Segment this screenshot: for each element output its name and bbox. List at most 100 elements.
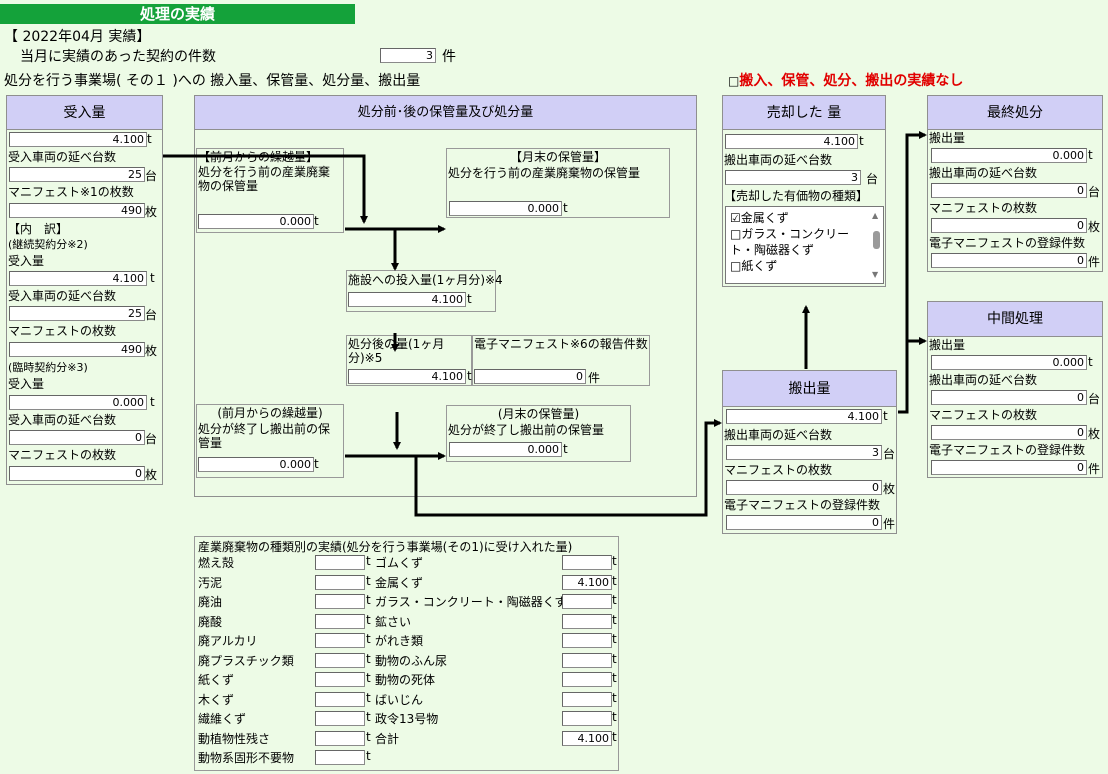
receive-panel-header: 受入量 <box>7 96 162 130</box>
unit-dai: 台 <box>145 169 158 183</box>
unit-t: t <box>467 369 472 383</box>
input-field[interactable]: 4.100 <box>348 292 466 307</box>
continuous-manifest-field[interactable]: 490 <box>9 342 145 357</box>
inter-emani-field[interactable]: 0 <box>931 460 1087 475</box>
unit-dai: 台 <box>883 447 896 461</box>
no-data-checkbox[interactable]: □ <box>728 74 740 88</box>
waste-field[interactable] <box>315 555 365 570</box>
list-item[interactable]: ☑金属くず <box>730 211 789 225</box>
waste-name: 燃え殻 <box>198 556 235 570</box>
emani-report-field[interactable]: 0 <box>474 369 586 384</box>
out-panel-header: 搬出量 <box>723 371 896 407</box>
out-emani-field[interactable]: 0 <box>726 515 882 530</box>
checkbox[interactable]: ☑ <box>730 211 741 225</box>
waste-field[interactable] <box>315 575 365 590</box>
waste-field[interactable] <box>315 614 365 629</box>
scroll-down-icon[interactable]: ▼ <box>872 270 879 279</box>
end-before-label: 【月末の保管量】 <box>509 150 606 164</box>
waste-field[interactable] <box>562 653 612 668</box>
unit-dai: 台 <box>145 308 158 322</box>
sold-vehicles-field[interactable]: 3 <box>725 170 861 185</box>
carry-before-field[interactable]: 0.000 <box>198 214 314 229</box>
waste-field[interactable] <box>315 633 365 648</box>
waste-table-title: 産業廃棄物の種類別の実績(処分を行う事業場(その1)に受け入れた量) <box>198 540 573 554</box>
waste-field[interactable] <box>315 653 365 668</box>
waste-name: 動植物性残さ <box>198 732 271 746</box>
waste-field[interactable] <box>562 672 612 687</box>
unit-ken: 件 <box>1088 255 1101 269</box>
scrollbar-thumb[interactable] <box>873 231 880 249</box>
temporary-vehicles-field[interactable]: 0 <box>9 430 145 445</box>
sold-amount-field[interactable]: 4.100 <box>725 134 858 149</box>
unit-mai: 枚 <box>145 468 158 482</box>
final-manifest-field[interactable]: 0 <box>931 218 1087 233</box>
temporary-receive-field[interactable]: 0.000 <box>9 395 147 410</box>
contract-count-field[interactable]: 3 <box>380 48 436 63</box>
receive-manifest-field[interactable]: 490 <box>9 203 145 218</box>
sold-types-list[interactable]: ☑金属くず □ガラス・コンクリート・陶磁器くず □紙くず ▲ ▼ <box>725 206 884 284</box>
waste-name: 動物のふん尿 <box>375 654 448 668</box>
waste-field[interactable] <box>562 692 612 707</box>
end-after-desc: 処分が終了し搬出前の保管量 <box>448 423 605 437</box>
waste-field[interactable] <box>562 594 612 609</box>
unit-mai: 枚 <box>1088 427 1101 441</box>
inter-amount-label: 搬出量 <box>929 338 966 352</box>
list-item[interactable]: □紙くず <box>730 259 778 273</box>
out-manifest-field[interactable]: 0 <box>726 480 882 495</box>
waste-field[interactable] <box>562 555 612 570</box>
unit-mai: 枚 <box>145 205 158 219</box>
contract-count-unit: 件 <box>442 49 456 65</box>
end-before-desc: 処分を行う前の産業廃棄物の保管量 <box>448 166 641 180</box>
waste-field[interactable] <box>315 711 365 726</box>
continuous-receive-field[interactable]: 4.100 <box>9 271 147 286</box>
checkbox[interactable]: □ <box>730 227 742 241</box>
scroll-up-icon[interactable]: ▲ <box>872 211 879 220</box>
no-data-option[interactable]: □搬入、保管、処分、搬出の実績なし <box>728 70 963 90</box>
unit-t: t <box>612 691 617 705</box>
end-before-field[interactable]: 0.000 <box>449 201 562 216</box>
waste-field[interactable]: 4.100 <box>562 731 612 746</box>
inter-manifest-field[interactable]: 0 <box>931 425 1087 440</box>
final-emani-field[interactable]: 0 <box>931 253 1087 268</box>
out-amount-field[interactable]: 4.100 <box>726 409 882 424</box>
waste-name: ゴムくず <box>375 556 424 570</box>
waste-field[interactable] <box>315 672 365 687</box>
waste-field[interactable]: 4.100 <box>562 575 612 590</box>
unit-t: t <box>883 409 888 423</box>
waste-field[interactable] <box>315 692 365 707</box>
list-item[interactable]: □ガラス・コンクリート・陶磁器くず <box>730 227 850 257</box>
unit-ken: 件 <box>1088 462 1101 476</box>
final-amount-field[interactable]: 0.000 <box>931 148 1087 163</box>
after-field[interactable]: 4.100 <box>348 369 466 384</box>
out-vehicles-field[interactable]: 3 <box>726 445 882 460</box>
end-after-field[interactable]: 0.000 <box>449 442 562 457</box>
waste-field[interactable] <box>315 594 365 609</box>
unit-t: t <box>314 214 319 228</box>
unit-t: t <box>612 613 617 627</box>
temporary-manifest-field[interactable]: 0 <box>9 466 145 481</box>
receive-vehicles-field[interactable]: 25 <box>9 167 145 182</box>
inter-emani-label: 電子マニフェストの登録件数 <box>929 443 1086 457</box>
inter-vehicles-field[interactable]: 0 <box>931 390 1087 405</box>
receive-panel: 受入量 <box>6 95 163 485</box>
receive-total-field[interactable]: 4.100 <box>9 132 147 147</box>
period-label: 【 2022年04月 実績】 <box>4 29 151 45</box>
waste-field[interactable] <box>315 731 365 746</box>
carry-after-field[interactable]: 0.000 <box>198 457 314 472</box>
checkbox[interactable]: □ <box>730 259 742 273</box>
waste-field[interactable] <box>562 614 612 629</box>
waste-type-table <box>194 536 619 771</box>
waste-field[interactable] <box>315 750 365 765</box>
receive-manifest-label: マニフェスト※1の枚数 <box>8 185 134 199</box>
waste-field[interactable] <box>562 711 612 726</box>
final-vehicles-field[interactable]: 0 <box>931 183 1087 198</box>
waste-field[interactable] <box>562 633 612 648</box>
unit-t: t <box>147 132 152 146</box>
continuous-vehicles-label: 受入車両の延べ台数 <box>8 289 117 303</box>
unit-ken: 件 <box>883 517 896 531</box>
final-manifest-label: マニフェストの枚数 <box>929 201 1038 215</box>
scrollbar[interactable]: ▲ ▼ <box>871 211 881 279</box>
unit-t: t <box>612 730 617 744</box>
continuous-vehicles-field[interactable]: 25 <box>9 306 145 321</box>
inter-amount-field[interactable]: 0.000 <box>931 355 1087 370</box>
